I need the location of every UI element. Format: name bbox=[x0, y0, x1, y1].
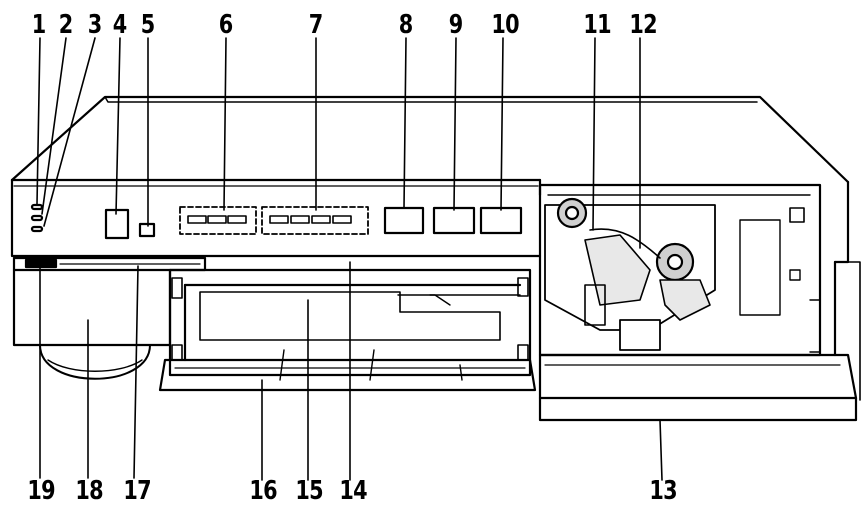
callout-8: 8 bbox=[398, 10, 413, 40]
button-8 bbox=[383, 206, 425, 235]
cassette-door bbox=[158, 358, 537, 392]
callout-2: 2 bbox=[58, 10, 73, 40]
jog-dial bbox=[39, 344, 151, 380]
callout-18: 18 bbox=[75, 476, 103, 506]
callout-4: 4 bbox=[112, 10, 127, 40]
button-10 bbox=[479, 206, 523, 235]
callout-6: 6 bbox=[218, 10, 233, 40]
callout-5: 5 bbox=[140, 10, 155, 40]
top-edge bbox=[104, 96, 758, 103]
right-body-edge bbox=[833, 180, 850, 264]
indicator-led-1 bbox=[30, 203, 44, 211]
cassette-compartment bbox=[168, 268, 532, 377]
indicator-led-2 bbox=[30, 214, 44, 222]
callout-1: 1 bbox=[31, 10, 46, 40]
callout-14: 14 bbox=[339, 476, 367, 506]
power-switch bbox=[104, 208, 130, 240]
callout-11: 11 bbox=[583, 10, 611, 40]
leader-lines-top bbox=[36, 37, 641, 249]
callout-19: 19 bbox=[27, 476, 55, 506]
callout-7: 7 bbox=[308, 10, 323, 40]
callout-13: 13 bbox=[649, 476, 677, 506]
button-9 bbox=[432, 206, 476, 235]
left-housing bbox=[12, 268, 172, 347]
front-panel bbox=[10, 178, 542, 258]
callout-9: 9 bbox=[448, 10, 463, 40]
callout-12: 12 bbox=[629, 10, 657, 40]
callout-17: 17 bbox=[123, 476, 151, 506]
button-group-7 bbox=[261, 206, 369, 235]
callout-16: 16 bbox=[249, 476, 277, 506]
callout-15: 15 bbox=[295, 476, 323, 506]
top-cover bbox=[10, 95, 850, 184]
leader-lines-bottom bbox=[39, 265, 139, 479]
button-group-6 bbox=[179, 206, 257, 235]
deck-door bbox=[538, 353, 858, 400]
indicator-led-3 bbox=[30, 225, 44, 233]
callout-3: 3 bbox=[87, 10, 102, 40]
small-button-5 bbox=[138, 222, 156, 238]
callout-10: 10 bbox=[491, 10, 519, 40]
